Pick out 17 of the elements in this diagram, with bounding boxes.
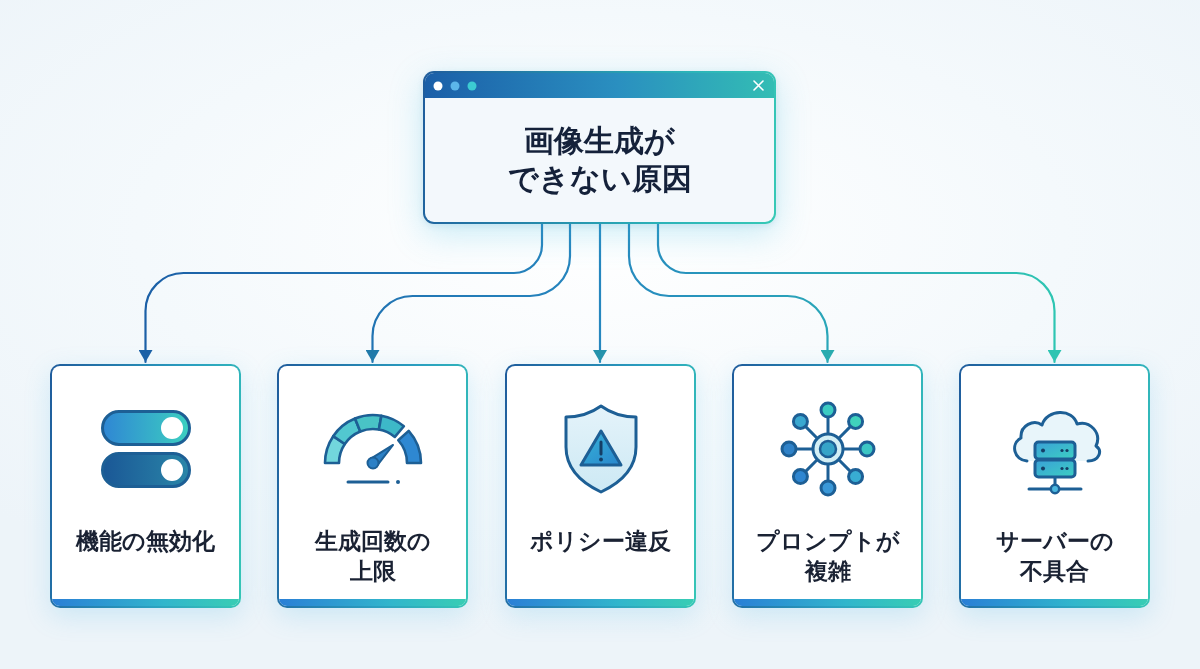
arrow [627, 222, 835, 364]
card-label: 生成回数の上限 [313, 527, 432, 586]
arrow [656, 222, 1062, 364]
arrow [138, 222, 544, 364]
heading-text: 画像生成ができない原因 [506, 122, 693, 198]
cause-card [732, 364, 923, 608]
window-panel [423, 71, 776, 224]
card-label: サーバーの不具合 [994, 527, 1115, 586]
card-label: ポリシー違反 [529, 527, 672, 556]
card-label: プロンプトが複雑 [754, 527, 901, 586]
cause-card [50, 364, 241, 608]
arrow [593, 222, 607, 364]
cause-card [505, 364, 696, 608]
cause-card [959, 364, 1150, 608]
cause-card [277, 364, 468, 608]
arrow [365, 222, 572, 364]
card-label: 機能の無効化 [74, 527, 216, 556]
